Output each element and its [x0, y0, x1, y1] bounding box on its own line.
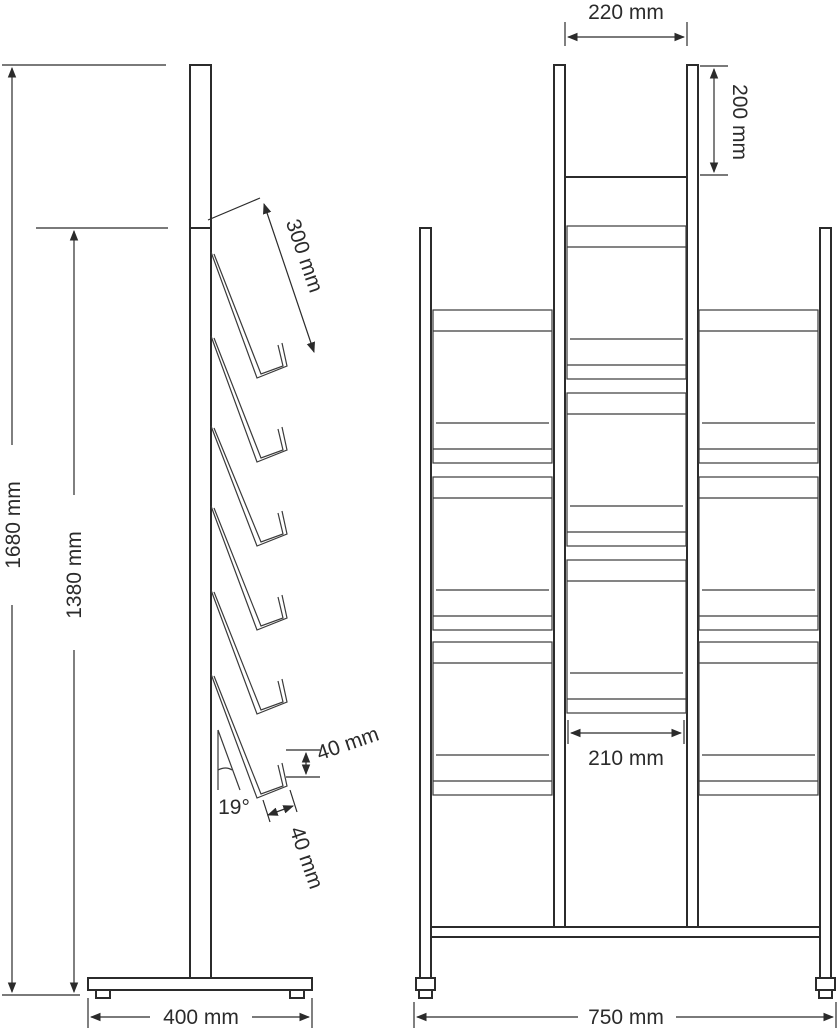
front-view: 220 mm 200 mm 210 mm 750 mm: [413, 1, 837, 1029]
front-pockets: [432, 225, 819, 796]
side-post: [189, 64, 212, 979]
front-foot-right: [815, 977, 836, 991]
front-post-left: [419, 227, 432, 979]
side-foot-left: [95, 989, 111, 999]
front-foot-left-b: [418, 989, 433, 999]
front-crossbar: [430, 926, 821, 938]
dim-lip-height: 40 mm: [314, 723, 382, 766]
front-post-right: [819, 227, 832, 979]
side-foot-right: [289, 989, 305, 999]
dim-total-width: 750 mm: [588, 1006, 664, 1029]
dim-header-width: 220 mm: [588, 1, 664, 24]
side-shelves: [210, 251, 288, 799]
front-post-inner-left: [553, 64, 566, 928]
dim-shelf-height: 1380 mm: [63, 531, 86, 619]
front-post-inner-right: [686, 64, 699, 928]
dim-header-height: 200 mm: [728, 84, 751, 160]
dim-lip-depth: 40 mm: [285, 824, 328, 892]
front-foot-left: [415, 977, 436, 991]
dim-total-height: 1680 mm: [2, 481, 25, 569]
side-base: [87, 977, 313, 991]
front-foot-right-b: [818, 989, 833, 999]
dim-shelf-depth: 300 mm: [281, 216, 327, 295]
dim-pocket-width: 210 mm: [588, 747, 664, 770]
dim-angle: 19°: [218, 796, 250, 819]
side-view: 1680 mm 1380 mm 300 mm 40 mm 19° 40 mm 4…: [2, 64, 382, 1029]
dim-base-depth: 400 mm: [163, 1006, 239, 1029]
